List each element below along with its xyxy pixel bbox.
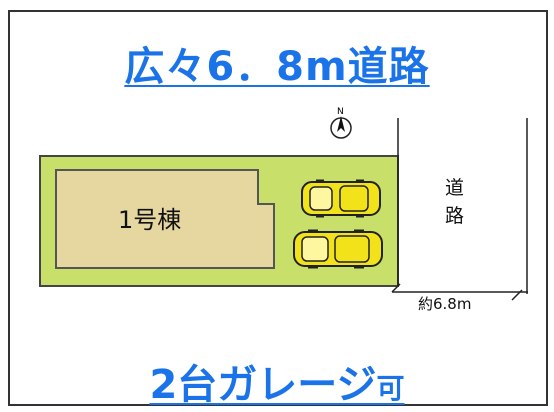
house-label: 1号棟	[118, 206, 182, 234]
road-label-char-2: 路	[445, 205, 465, 227]
bottom-title-main: 2台ガレージ	[149, 362, 377, 408]
car-icon-2	[293, 229, 383, 269]
bottom-title-small: 可	[376, 372, 405, 405]
compass-north-label: N	[337, 107, 344, 117]
top-title: 広々6．8m道路	[124, 44, 430, 90]
road-label-char-1: 道	[445, 177, 465, 199]
bottom-title: 2台ガレージ可	[0, 352, 554, 410]
road-width-label: 約6.8m	[418, 295, 472, 313]
car-icon-1	[301, 179, 381, 218]
road-width-dimension	[391, 283, 528, 301]
house-1-footprint	[55, 169, 275, 269]
north-compass-icon: N	[330, 107, 352, 139]
